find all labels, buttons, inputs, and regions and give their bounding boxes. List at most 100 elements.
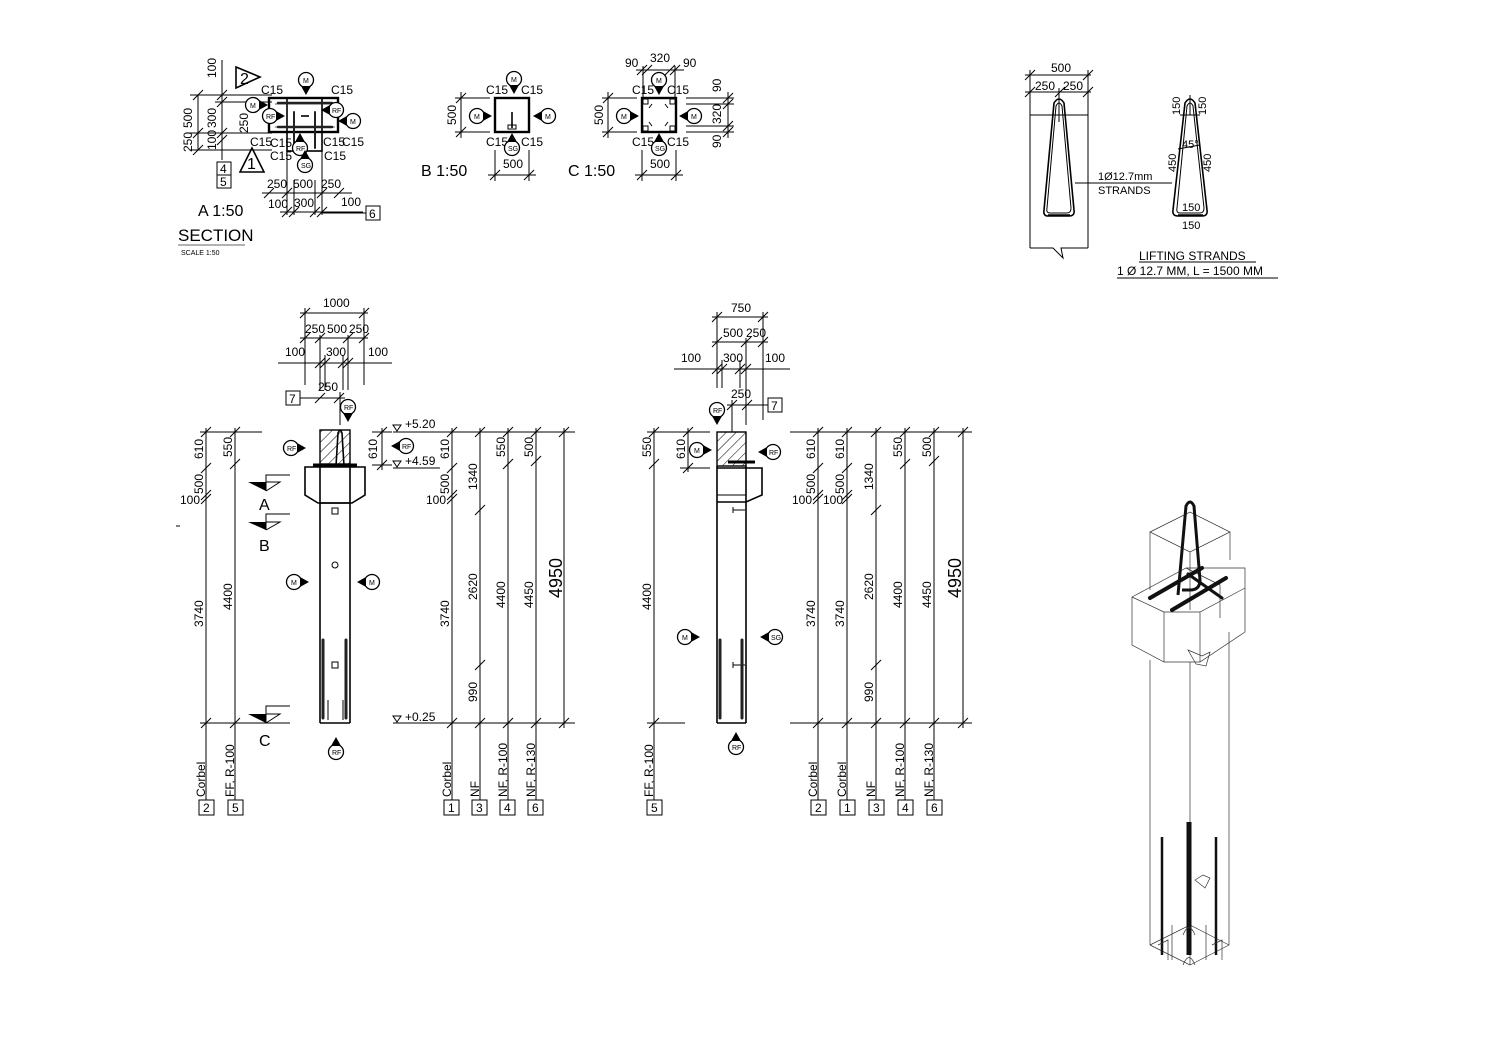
box-7: 7 bbox=[289, 392, 296, 406]
dim-4400: 4400 bbox=[221, 583, 235, 610]
marker-rf-icon: RF bbox=[261, 107, 286, 125]
dim-250: 250 bbox=[318, 380, 338, 394]
dim-500: 500 bbox=[445, 105, 459, 125]
dim-4450: 4450 bbox=[920, 581, 934, 608]
tag-nf-r100: NF, R-100 bbox=[893, 743, 907, 797]
svg-text:M: M bbox=[545, 114, 551, 121]
svg-text:RF: RF bbox=[266, 114, 275, 121]
marker-m-icon: M bbox=[468, 107, 493, 125]
triangle-1-label: 1 bbox=[247, 156, 256, 173]
box-6: 6 bbox=[532, 801, 539, 815]
dim-450: 450 bbox=[1167, 154, 1179, 172]
section-b-view: C15 C15 C15 C15 M M M SG 500 500 B 1:50 bbox=[421, 70, 557, 181]
section-arrow-1-icon bbox=[238, 146, 266, 173]
dim-500: 500 bbox=[1051, 61, 1071, 75]
marker-rf-icon: RF bbox=[327, 736, 345, 761]
box-4: 4 bbox=[220, 162, 227, 176]
rebar-c15: C15 bbox=[342, 135, 364, 149]
dim-100: 100 bbox=[823, 493, 843, 507]
lifting-subtitle: 1 Ø 12.7 MM, L = 1500 MM bbox=[1117, 264, 1263, 278]
marker-rf-icon: RF bbox=[727, 731, 745, 756]
svg-text:RF: RF bbox=[732, 745, 741, 752]
dim-610: 610 bbox=[192, 439, 206, 459]
section-cut-c: C bbox=[248, 705, 290, 750]
box-1: 1 bbox=[844, 801, 851, 815]
dim-550: 550 bbox=[221, 437, 235, 457]
dim-a-300: 300 bbox=[205, 108, 219, 128]
dim-610: 610 bbox=[366, 439, 380, 459]
dim-150: 150 bbox=[1171, 97, 1183, 115]
svg-text:M: M bbox=[621, 114, 627, 121]
marker-rf-icon: RF bbox=[390, 437, 415, 455]
dim-610: 610 bbox=[438, 439, 452, 459]
svg-text:M: M bbox=[474, 114, 480, 121]
dim-90: 90 bbox=[625, 56, 639, 70]
rebar-c15: C15 bbox=[667, 83, 689, 97]
dim-100: 100 bbox=[268, 197, 288, 211]
dim-500: 500 bbox=[503, 157, 523, 171]
dim-2620: 2620 bbox=[466, 573, 480, 600]
dim-610: 610 bbox=[833, 439, 847, 459]
dim-150: 150 bbox=[1197, 97, 1209, 115]
tag-nf: NF bbox=[468, 781, 482, 797]
dim-610: 610 bbox=[804, 439, 818, 459]
tag-corbel: Corbel bbox=[835, 762, 849, 797]
dim-250: 250 bbox=[321, 177, 341, 191]
dim-a-250b: 250 bbox=[237, 113, 251, 133]
marker-m-icon: M bbox=[676, 628, 701, 646]
svg-text:M: M bbox=[303, 78, 309, 85]
marker-m-icon: M bbox=[337, 112, 362, 130]
box-3: 3 bbox=[476, 801, 483, 815]
dim-990: 990 bbox=[466, 682, 480, 702]
rebar-c15: C15 bbox=[486, 83, 508, 97]
box-3: 3 bbox=[873, 801, 880, 815]
svg-text:SG: SG bbox=[655, 146, 665, 153]
marker-rf-icon: RF bbox=[757, 443, 782, 461]
box-5: 5 bbox=[651, 801, 658, 815]
dim-4450: 4450 bbox=[522, 581, 536, 608]
svg-text:M: M bbox=[691, 114, 697, 121]
svg-text:B: B bbox=[259, 538, 270, 555]
level-5-20: +5.20 bbox=[405, 417, 436, 431]
svg-text:M: M bbox=[511, 77, 517, 84]
dim-a-500: 500 bbox=[181, 108, 195, 128]
marker-sg-icon: SG bbox=[759, 628, 784, 646]
dim-1340: 1340 bbox=[862, 463, 876, 490]
rebar-c15: C15 bbox=[324, 149, 346, 163]
dim-250: 250 bbox=[731, 387, 751, 401]
dim-250: 250 bbox=[746, 326, 766, 340]
level-0-25: +0.25 bbox=[405, 710, 436, 724]
marker-m-icon: M bbox=[615, 107, 640, 125]
rebar-c15: C15 bbox=[270, 136, 292, 150]
dim-300: 300 bbox=[294, 196, 314, 210]
marker-rf-icon: RF bbox=[320, 101, 345, 119]
view-b-label: B 1:50 bbox=[421, 163, 467, 180]
dim-90: 90 bbox=[710, 78, 724, 92]
svg-text:SG: SG bbox=[301, 163, 311, 170]
tag-ff-r100: FF, R-100 bbox=[223, 744, 237, 797]
dim-a-100b: 100 bbox=[205, 130, 219, 150]
isometric-view bbox=[1131, 500, 1246, 966]
dim-990: 990 bbox=[862, 682, 876, 702]
box-4: 4 bbox=[902, 801, 909, 815]
svg-text:M: M bbox=[369, 580, 375, 587]
section-cut-a: A bbox=[248, 474, 290, 514]
dim-250: 250 bbox=[305, 322, 325, 336]
marker-m-icon: M bbox=[688, 441, 713, 459]
box-1: 1 bbox=[448, 801, 455, 815]
marker-sg-icon: SG bbox=[503, 132, 521, 157]
dim-100: 100 bbox=[180, 493, 200, 507]
svg-text:M: M bbox=[694, 448, 700, 455]
dim-100: 100 bbox=[765, 351, 785, 365]
rebar-c15: C15 bbox=[486, 135, 508, 149]
dim-750: 750 bbox=[731, 301, 751, 315]
marker-rf-icon: RF bbox=[339, 398, 357, 423]
dim-250: 250 bbox=[349, 322, 369, 336]
dim-320: 320 bbox=[710, 104, 724, 124]
dim-500: 500 bbox=[327, 322, 347, 336]
dim-a-250: 250 bbox=[181, 132, 195, 152]
dim-500: 500 bbox=[522, 437, 536, 457]
dim-100: 100 bbox=[368, 345, 388, 359]
svg-text:SG: SG bbox=[771, 635, 781, 642]
